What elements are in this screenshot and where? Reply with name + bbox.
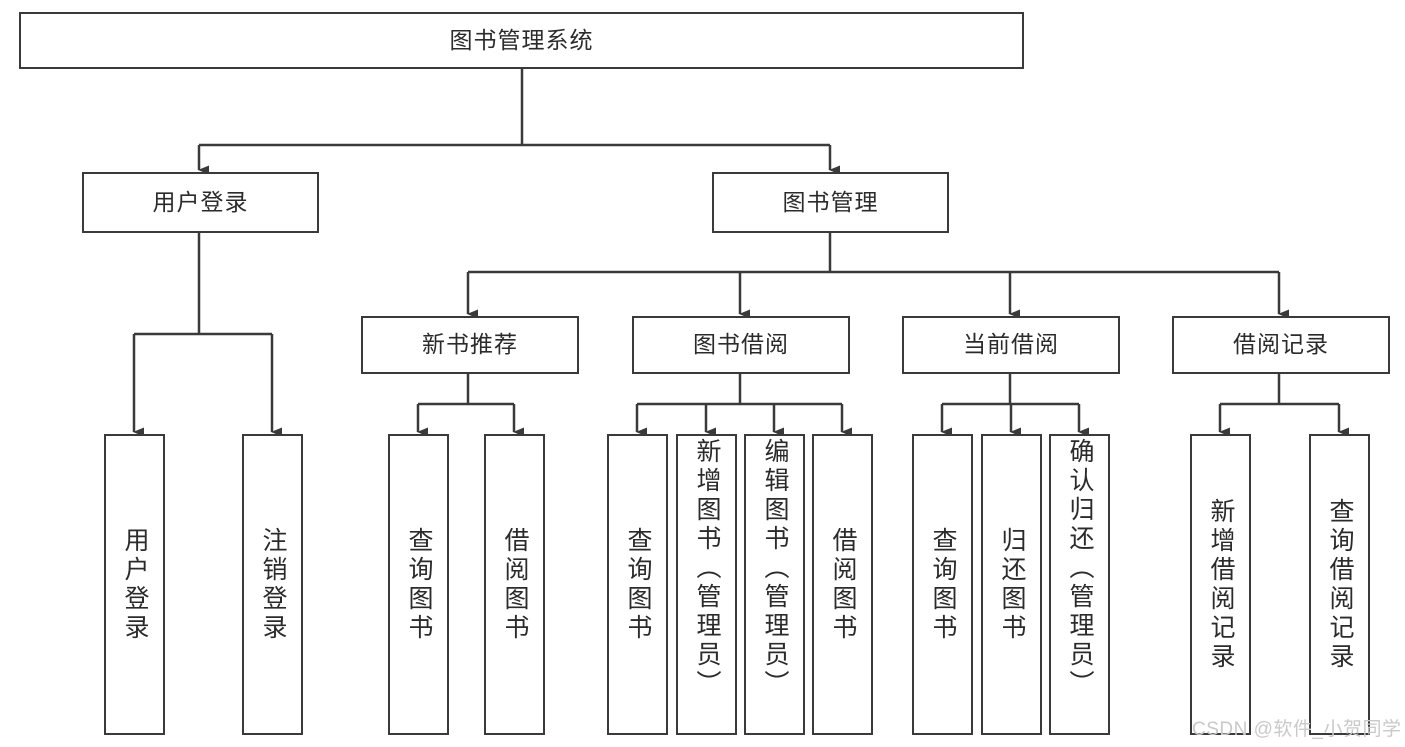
node-leaf-return-book[interactable]: 归还图书 — [981, 434, 1042, 735]
node-label: 注销登录 — [259, 526, 287, 643]
node-label: 新书推荐 — [422, 331, 518, 358]
node-leaf-add-record[interactable]: 新增借阅记录 — [1190, 434, 1251, 735]
node-label: 查询图书 — [929, 526, 957, 643]
node-leaf-query-book-1[interactable]: 查询图书 — [388, 434, 449, 735]
node-label: 确认归还（管理员） — [1066, 438, 1094, 699]
node-label: 图书管理系统 — [449, 26, 594, 53]
node-label: 查询借阅记录 — [1326, 497, 1354, 672]
node-current-borrow[interactable]: 当前借阅 — [902, 316, 1120, 374]
node-leaf-borrow-book-2[interactable]: 借阅图书 — [812, 434, 873, 735]
node-user-login[interactable]: 用户登录 — [82, 172, 319, 233]
node-root[interactable]: 图书管理系统 — [19, 12, 1024, 69]
node-label: 新增图书（管理员） — [693, 438, 721, 699]
node-leaf-query-book-2[interactable]: 查询图书 — [607, 434, 668, 735]
csdn-watermark: CSDN @软件_小贺同学 — [1192, 719, 1402, 740]
node-leaf-confirm-return[interactable]: 确认归还（管理员） — [1049, 434, 1110, 735]
node-leaf-query-record[interactable]: 查询借阅记录 — [1309, 434, 1370, 735]
node-label: 查询图书 — [405, 526, 433, 643]
node-label: 借阅图书 — [829, 526, 857, 643]
node-label: 归还图书 — [998, 526, 1026, 643]
node-label: 用户登录 — [152, 188, 249, 215]
node-book-borrow[interactable]: 图书借阅 — [632, 316, 850, 374]
node-new-book-recommend[interactable]: 新书推荐 — [361, 316, 579, 374]
node-label: 借阅记录 — [1233, 331, 1329, 358]
node-label: 查询图书 — [624, 526, 652, 643]
node-label: 图书管理 — [782, 188, 879, 215]
node-label: 编辑图书（管理员） — [761, 438, 789, 699]
node-leaf-add-book[interactable]: 新增图书（管理员） — [676, 434, 737, 735]
node-leaf-edit-book[interactable]: 编辑图书（管理员） — [744, 434, 805, 735]
node-borrow-record[interactable]: 借阅记录 — [1172, 316, 1390, 374]
node-label: 图书借阅 — [693, 331, 789, 358]
node-leaf-query-book-3[interactable]: 查询图书 — [912, 434, 973, 735]
node-leaf-user-logout[interactable]: 注销登录 — [242, 434, 303, 735]
node-leaf-borrow-book-1[interactable]: 借阅图书 — [484, 434, 545, 735]
node-leaf-user-login[interactable]: 用户登录 — [104, 434, 165, 735]
node-label: 新增借阅记录 — [1207, 497, 1235, 672]
node-label: 借阅图书 — [501, 526, 529, 643]
node-book-manage[interactable]: 图书管理 — [712, 172, 949, 233]
node-label: 用户登录 — [121, 526, 149, 643]
node-label: 当前借阅 — [963, 331, 1059, 358]
